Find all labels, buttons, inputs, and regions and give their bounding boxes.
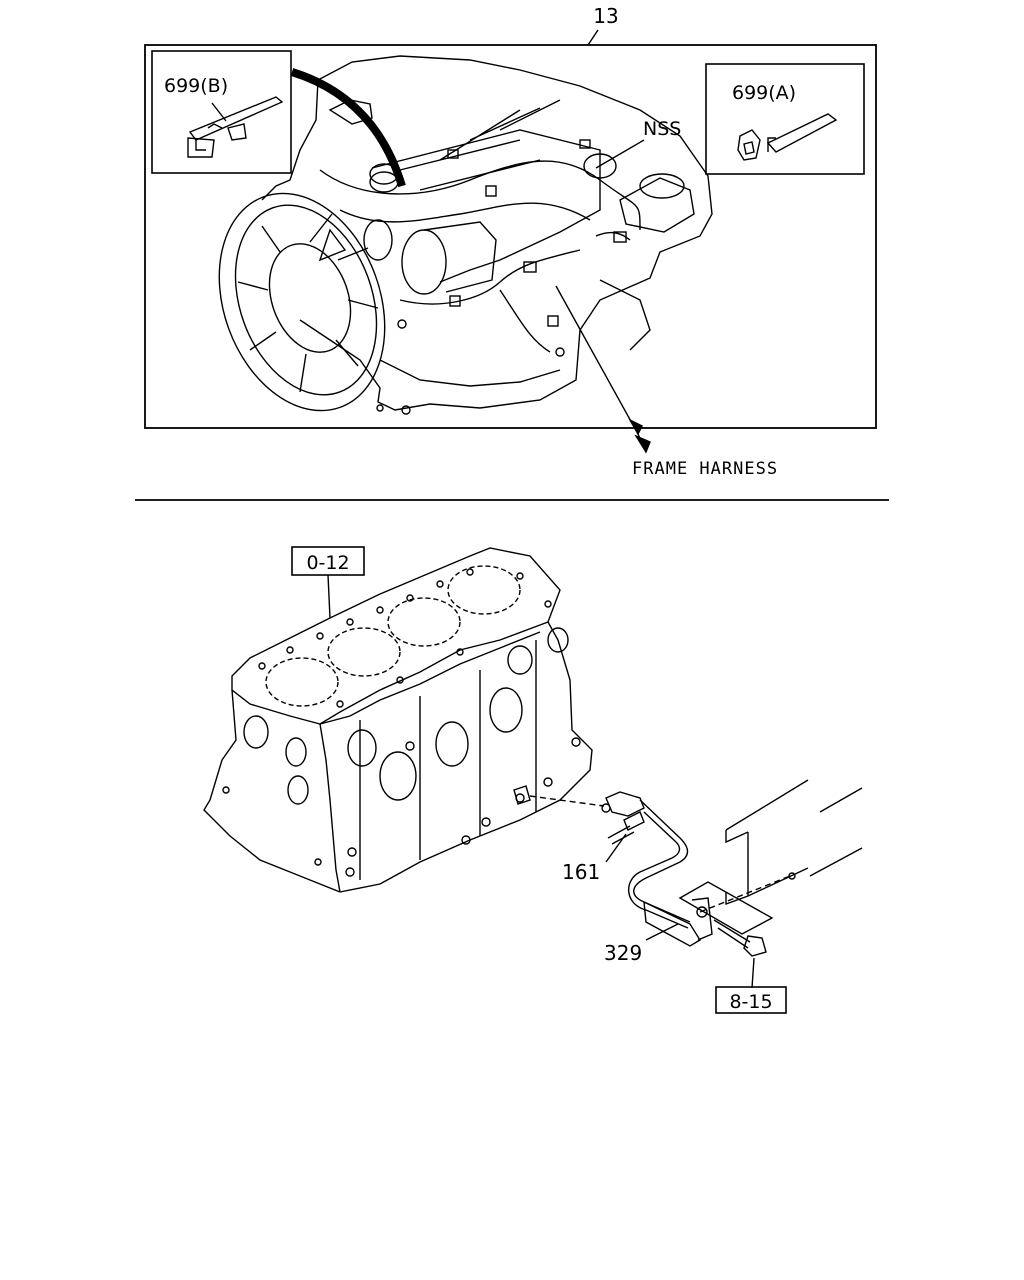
frame-bracket-drawing — [678, 779, 863, 935]
engine-harness-frame — [144, 44, 877, 429]
inset-699b-box — [151, 50, 292, 174]
nss-leader — [595, 139, 645, 169]
part-161-label: 161 — [562, 860, 600, 884]
inset-699a-box — [705, 63, 865, 175]
ref-8-15-leader — [751, 957, 755, 989]
bracket-bolt — [713, 919, 767, 957]
clip-699b-icon — [187, 96, 284, 158]
frame-centerline — [699, 875, 791, 913]
inset-699a-label: 699(A) — [732, 82, 796, 104]
engine-assembly-drawing — [218, 55, 713, 415]
frame-harness-arrowhead — [628, 418, 643, 436]
inset-699b-label: 699(B) — [164, 75, 228, 97]
ground-strap-part-329 — [605, 791, 713, 947]
block-holes — [222, 568, 581, 877]
bottom-assembly: 0-12 — [203, 546, 863, 1014]
part-329-leader — [645, 923, 679, 941]
nss-label: NSS — [643, 118, 681, 140]
clip-699a-icon — [737, 113, 838, 161]
callout-13-leader — [587, 29, 599, 46]
inset-699b: 699(B) — [151, 50, 292, 174]
frame-harness-arrow-line — [555, 285, 639, 435]
ref-8-15-label: 8-15 — [729, 991, 772, 1013]
part-329-label: 329 — [604, 941, 642, 965]
cylinder-block-drawing — [203, 547, 593, 893]
frame-harness-arrowhead-2 — [634, 434, 651, 454]
ref-0-12-label: 0-12 — [306, 552, 349, 574]
inset-b-pointer — [290, 68, 406, 188]
ref-box-8-15 — [715, 986, 787, 1014]
inset-699a: 699(A) — [705, 63, 865, 175]
mount-centerline — [529, 795, 605, 807]
frame-harness-label: FRAME HARNESS — [632, 459, 778, 479]
top-assembly: 13 699(B) 699(A) — [144, 4, 877, 479]
callout-13-label: 13 — [593, 4, 618, 28]
cooling-fan — [218, 192, 386, 412]
ref-0-12-leader — [327, 574, 331, 619]
part-161-leader — [605, 833, 627, 863]
